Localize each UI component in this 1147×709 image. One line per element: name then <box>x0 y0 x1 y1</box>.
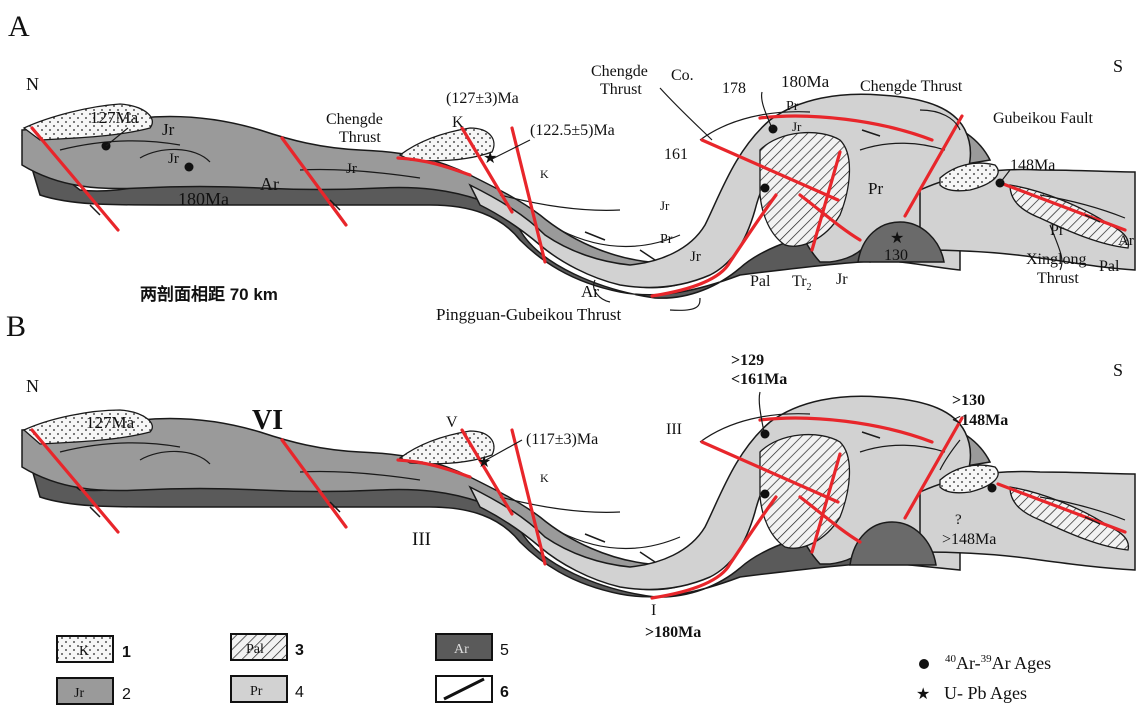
label-question: ? <box>955 512 962 528</box>
svg-text:1: 1 <box>122 644 131 661</box>
legend-item-ar: Ar 5 <box>436 634 509 660</box>
label-age-gt130: >130 <box>952 392 985 409</box>
u-pb-age-star: ★ <box>890 230 904 247</box>
label-age-117-3: (117±3)Ma <box>526 431 598 448</box>
svg-text:Ar: Ar <box>454 642 469 657</box>
ar-ar-age-dot <box>988 484 997 493</box>
panel-b-south: S <box>1113 360 1123 380</box>
svg-text:Pr: Pr <box>250 684 263 699</box>
label-180ma: 180Ma <box>781 72 830 91</box>
label-chengde-thrust: Thrust <box>600 81 642 98</box>
label-k: K <box>540 167 549 181</box>
label-vi: VI <box>252 405 283 436</box>
distance-note: 两剖面相距 70 km <box>140 284 278 304</box>
svg-text:Jr: Jr <box>74 686 84 701</box>
ar-ar-age-dot <box>761 430 770 439</box>
svg-text:4: 4 <box>295 684 304 701</box>
label-gubeikou-fault: Gubeikou Fault <box>993 110 1094 127</box>
label-161: 161 <box>664 146 688 163</box>
label-jr: Jr <box>690 249 701 265</box>
label-148ma: 148Ma <box>1010 157 1055 174</box>
ar-ar-age-dot <box>769 125 778 134</box>
legend: K 1 Jr 2 Pal 3 Pr 4 Ar 5 6 <box>57 634 1051 704</box>
ar-ar-age-dot <box>761 184 770 193</box>
svg-text:40Ar-39Ar Ages: 40Ar-39Ar Ages <box>945 653 1051 673</box>
label-tr2: Tr2 <box>792 273 812 293</box>
label-age-lt148: <148Ma <box>952 412 1008 429</box>
ar-ar-age-dot <box>761 490 770 499</box>
legend-item-pr: Pr 4 <box>231 676 304 702</box>
label-age-127-3: (127±3)Ma <box>446 90 519 107</box>
legend-item-fault: 6 <box>436 676 509 702</box>
label-iii: III <box>666 421 682 438</box>
label-jr: Jr <box>162 120 175 139</box>
panel-b: ★ B N S 127Ma VI V (117±3)Ma K III III >… <box>6 310 1135 641</box>
panel-b-north: N <box>26 376 39 396</box>
legend-item-pal: Pal 3 <box>231 634 304 660</box>
label-k: K <box>540 471 549 485</box>
label-jr: Jr <box>346 161 357 177</box>
panel-a: ★ ★ A N S 127Ma Jr Jr 180Ma Ar Jr Chengd… <box>8 10 1135 324</box>
label-pr: Pr <box>786 99 799 114</box>
panel-b-letter: B <box>6 310 26 343</box>
svg-text:★: ★ <box>916 686 930 703</box>
panel-a-north: N <box>26 74 39 94</box>
label-jr: Jr <box>168 151 179 167</box>
panel-a-letter: A <box>8 10 30 43</box>
u-pb-age-star: ★ <box>477 454 491 471</box>
label-jr: Jr <box>660 198 670 213</box>
legend-item-k: K 1 <box>57 636 131 662</box>
label-ar: Ar <box>1118 233 1134 249</box>
label-pr: Pr <box>868 179 883 198</box>
label-pr: Pr <box>660 232 673 247</box>
legend-ar-ar-ages: 40Ar-39Ar Ages <box>919 653 1051 673</box>
label-age-lt161: <161Ma <box>731 371 787 388</box>
svg-text:Pal: Pal <box>246 642 264 657</box>
label-age-gt180: >180Ma <box>645 624 701 641</box>
label-pr: Pr <box>1050 222 1065 239</box>
label-age-gt148: >148Ma <box>942 531 996 548</box>
label-130: 130 <box>884 247 908 264</box>
label-k: K <box>452 114 464 131</box>
svg-text:U- Pb Ages: U- Pb Ages <box>944 683 1027 703</box>
svg-text:3: 3 <box>295 642 304 659</box>
panel-a-south: S <box>1113 56 1123 76</box>
label-jr: Jr <box>792 119 802 134</box>
label-pal: Pal <box>750 273 771 290</box>
label-178: 178 <box>722 80 746 97</box>
label-i: I <box>651 602 656 619</box>
label-pingguan-gubeikou-thrust: Pingguan-Gubeikou Thrust <box>436 305 622 324</box>
label-co: Co. <box>671 67 694 84</box>
svg-text:K: K <box>79 644 89 659</box>
label-age-gt129: >129 <box>731 352 764 369</box>
svg-text:6: 6 <box>500 684 509 701</box>
label-age-122-5: (122.5±5)Ma <box>530 122 615 139</box>
legend-u-pb-ages: ★ U- Pb Ages <box>916 683 1027 703</box>
label-xinglong-thrust: Xinglong <box>1026 251 1086 268</box>
legend-item-jr: Jr 2 <box>57 678 131 704</box>
ar-ar-age-dot <box>185 163 194 172</box>
label-127ma: 127Ma <box>90 108 139 127</box>
label-chengde-thrust: Chengde Thrust <box>860 78 963 95</box>
label-chengde-thrust: Chengde <box>591 63 648 80</box>
u-pb-age-star: ★ <box>483 150 497 167</box>
svg-text:5: 5 <box>500 642 509 659</box>
label-chengde-thrust: Chengde <box>326 111 383 128</box>
label-pal: Pal <box>1099 258 1120 275</box>
svg-text:2: 2 <box>122 686 131 703</box>
label-jr: Jr <box>836 271 848 288</box>
label-chengde-thrust: Thrust <box>339 129 381 146</box>
label-ar: Ar <box>581 282 599 301</box>
label-xinglong-thrust: Thrust <box>1037 270 1079 287</box>
label-ar: Ar <box>260 174 279 194</box>
label-180ma: 180Ma <box>178 189 229 209</box>
label-v: V <box>446 414 458 431</box>
label-iii: III <box>412 529 431 550</box>
label-127ma: 127Ma <box>86 413 135 432</box>
